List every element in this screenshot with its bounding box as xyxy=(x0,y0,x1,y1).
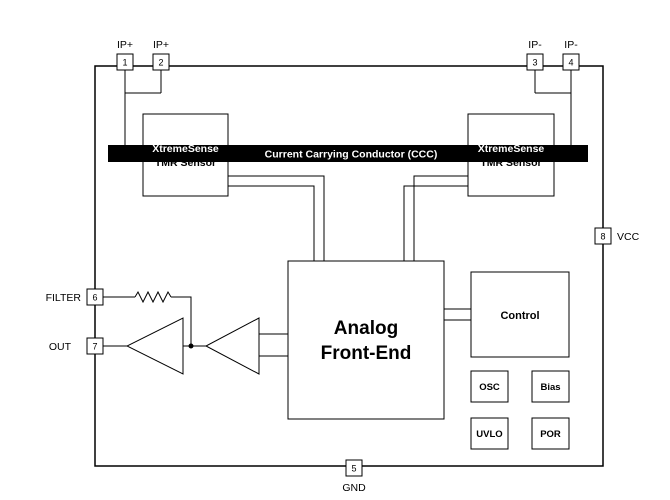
pin-3: 3 IP- xyxy=(526,39,544,71)
control-label: Control xyxy=(500,310,539,322)
afe-control-bus xyxy=(444,308,471,321)
pin-7-label: OUT xyxy=(49,341,72,353)
pin-7: 7 OUT xyxy=(49,337,104,355)
uvlo-label: UVLO xyxy=(476,429,502,440)
pin-5: 5 GND xyxy=(342,459,366,494)
osc-block: OSC xyxy=(470,370,509,403)
pin-6-label: FILTER xyxy=(46,292,82,304)
output-wiring xyxy=(103,290,206,347)
ip-plus-wiring xyxy=(124,70,162,145)
pin-5-number: 5 xyxy=(351,464,356,474)
ip-minus-wiring xyxy=(534,70,572,145)
bias-label: Bias xyxy=(540,382,560,393)
por-block: POR xyxy=(531,417,570,450)
output-amplifier xyxy=(125,317,184,375)
tmr-sensor-right-line1: XtremeSense xyxy=(478,143,545,155)
por-label: POR xyxy=(540,429,561,440)
uvlo-block: UVLO xyxy=(470,417,509,450)
bias-block: Bias xyxy=(531,370,570,403)
analog-front-end: Analog Front-End xyxy=(287,260,445,420)
tmr-sensor-right: XtremeSense TMR Sensor xyxy=(467,113,555,197)
conductor-label: Current Carrying Conductor (CCC) xyxy=(265,149,438,161)
pin-4-label: IP- xyxy=(564,39,578,51)
pin-2-label: IP+ xyxy=(153,39,169,51)
buffer-amplifier xyxy=(204,317,288,375)
pin-3-number: 3 xyxy=(532,58,537,68)
pin-2: 2 IP+ xyxy=(152,39,170,71)
pin-5-label: GND xyxy=(342,482,366,494)
afe-line2: Front-End xyxy=(321,343,412,364)
pin-3-label: IP- xyxy=(528,39,542,51)
pin-6: 6 FILTER xyxy=(46,288,104,306)
pin-1-number: 1 xyxy=(122,58,127,68)
pin-4-number: 4 xyxy=(568,58,573,68)
osc-label: OSC xyxy=(479,382,500,393)
pin-2-number: 2 xyxy=(158,58,163,68)
pin-6-number: 6 xyxy=(92,293,97,303)
sensor-bus-wiring xyxy=(228,175,468,261)
filter-junction-dot xyxy=(188,343,194,349)
pin-8: 8 VCC xyxy=(594,227,640,245)
pin-8-number: 8 xyxy=(600,232,605,242)
tmr-sensor-left: XtremeSense TMR Sensor xyxy=(142,113,229,197)
afe-line1: Analog xyxy=(334,318,398,339)
control-block: Control xyxy=(470,271,570,358)
tmr-sensor-right-line2: TMR Sensor xyxy=(480,157,541,169)
pin-4: 4 IP- xyxy=(562,39,580,71)
pin-8-label: VCC xyxy=(617,231,640,243)
pin-1: 1 IP+ xyxy=(116,39,134,71)
pin-1-label: IP+ xyxy=(117,39,133,51)
tmr-sensor-left-line1: XtremeSense xyxy=(152,143,219,155)
tmr-sensor-left-line2: TMR Sensor xyxy=(155,157,216,169)
pin-7-number: 7 xyxy=(92,342,97,352)
